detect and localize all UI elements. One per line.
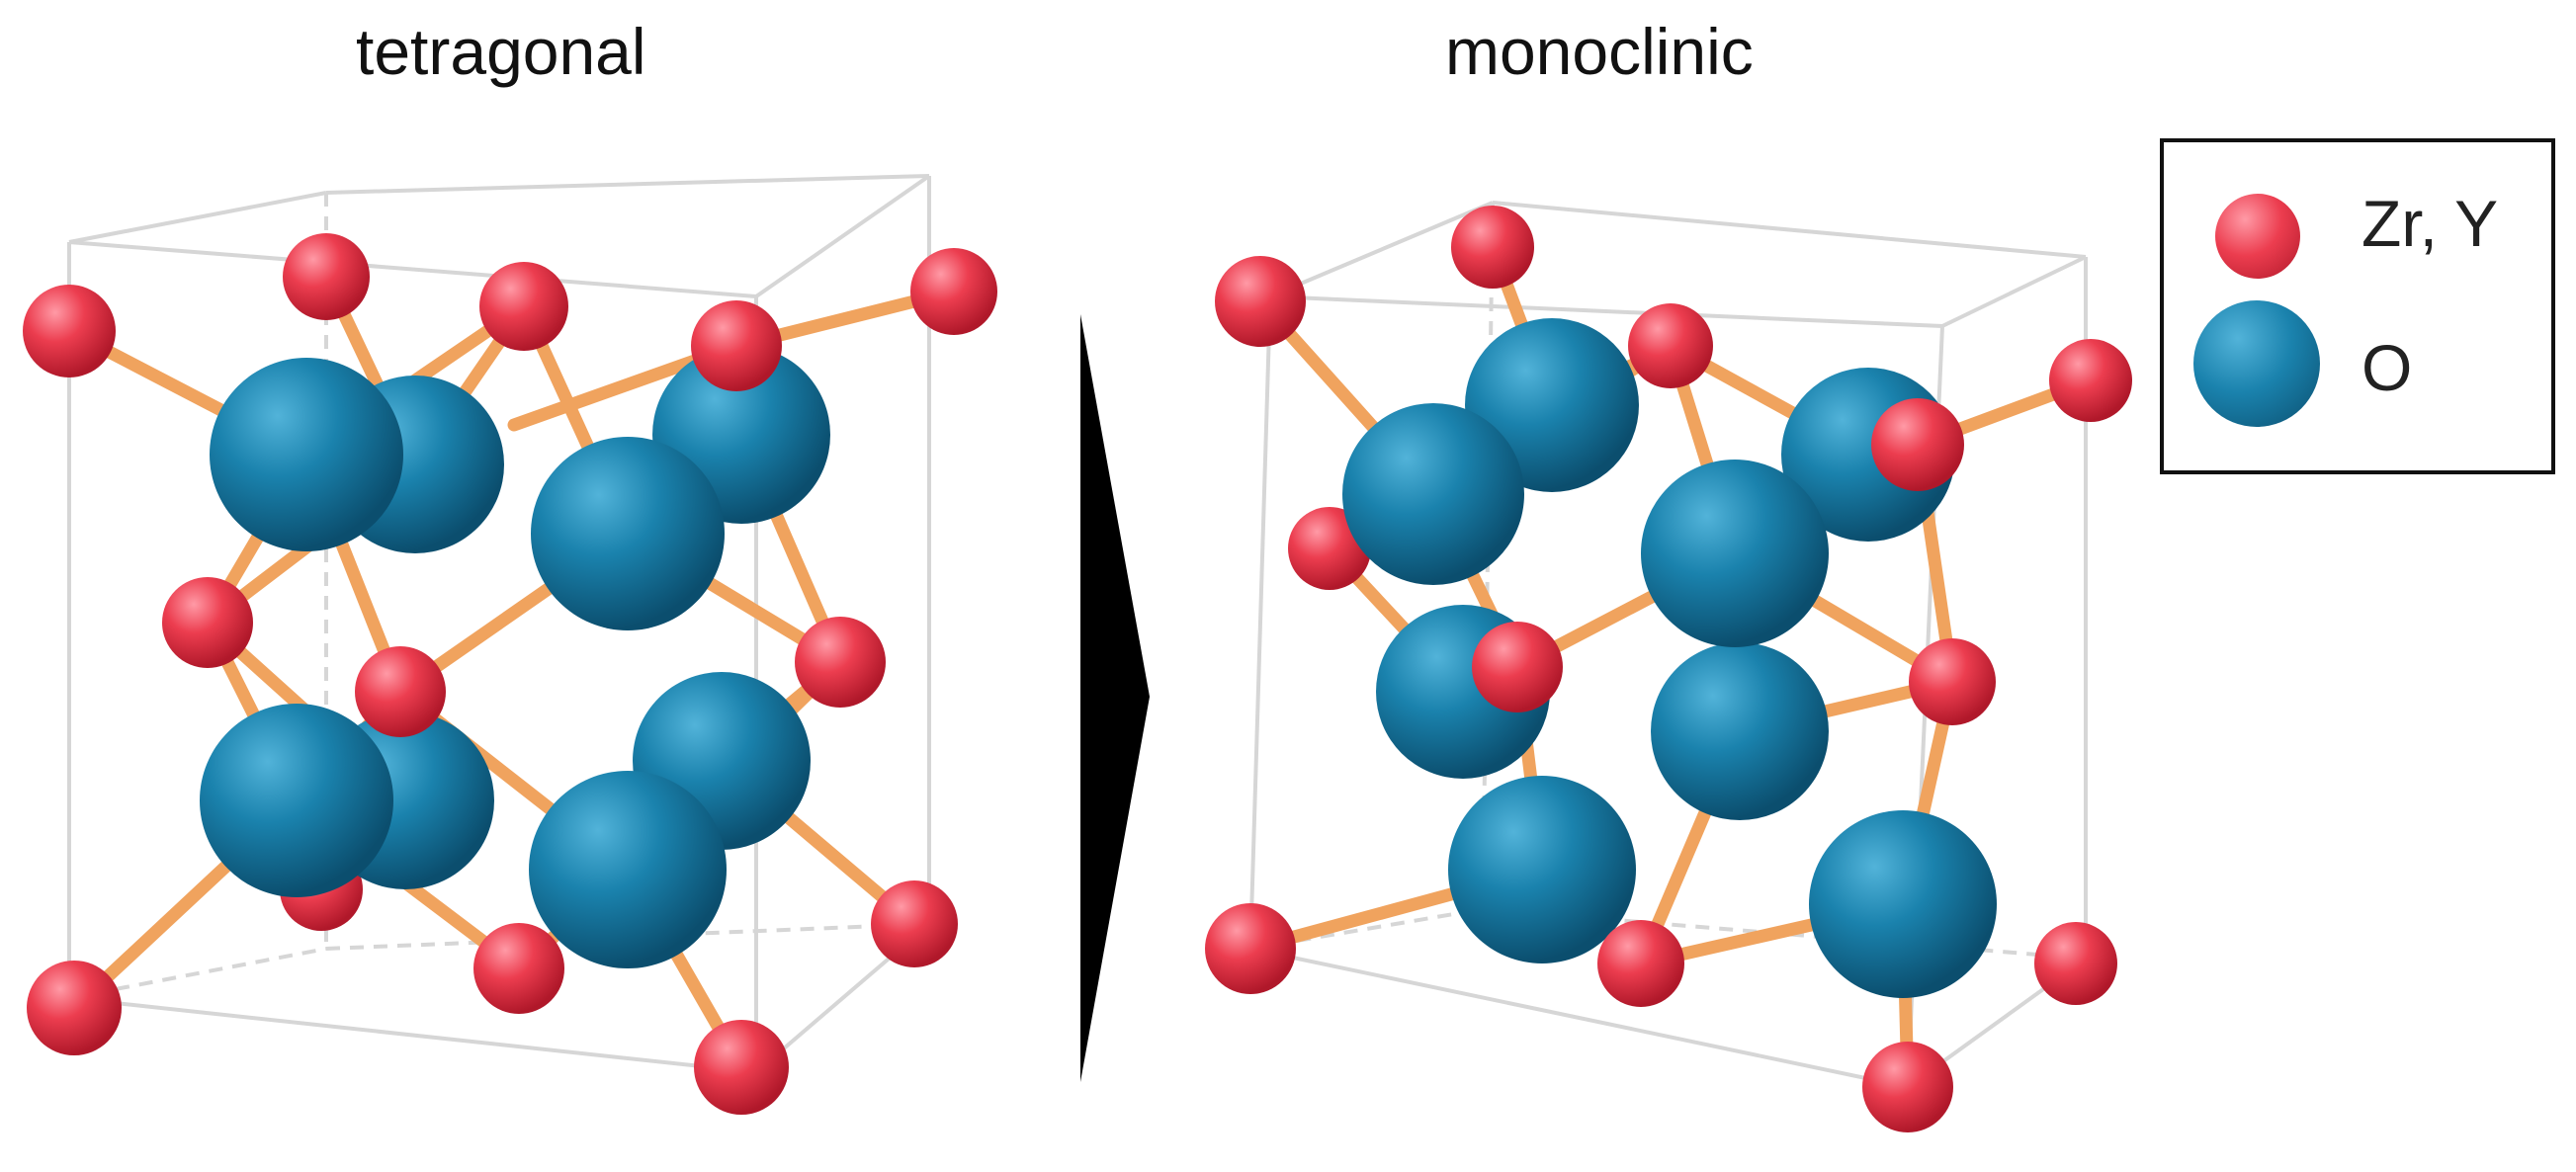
zr-atom xyxy=(1451,206,1534,289)
monoclinic-atoms xyxy=(1205,206,2132,1132)
cell-edge xyxy=(1941,255,2087,328)
zr-atom xyxy=(162,577,253,668)
zr-atom xyxy=(691,300,782,391)
cell-edge xyxy=(1269,201,1494,298)
zr-atom xyxy=(283,233,370,320)
o-atom xyxy=(1651,642,1829,820)
o-atom xyxy=(210,358,403,551)
blue-sphere-icon xyxy=(2193,300,2320,427)
zr-atom xyxy=(473,923,564,1014)
legend-label-zr-y: Zr, Y xyxy=(2361,187,2499,260)
zr-atom xyxy=(479,262,568,351)
o-atom xyxy=(1448,776,1636,963)
zr-atom xyxy=(1862,1042,1953,1132)
o-atom xyxy=(1342,403,1524,585)
zr-atom xyxy=(1909,638,1996,725)
cell-edge xyxy=(754,174,931,298)
zr-atom xyxy=(1871,398,1964,491)
zr-atom xyxy=(1472,622,1563,712)
o-atom xyxy=(531,437,725,630)
cell-edge xyxy=(325,922,930,951)
zr-atom xyxy=(910,248,997,335)
zr-atom xyxy=(23,285,116,377)
cell-edge xyxy=(68,996,757,1074)
o-atom xyxy=(529,771,727,968)
cell-edge xyxy=(1269,294,1943,328)
cell-edge xyxy=(1492,201,2087,259)
legend: Zr, Y O xyxy=(2160,138,2555,474)
legend-label-o: O xyxy=(2361,331,2413,404)
zr-atom xyxy=(2049,339,2132,422)
cell-edge xyxy=(68,240,757,298)
o-atom xyxy=(1641,460,1829,647)
zr-atom xyxy=(871,880,958,967)
cell-edge xyxy=(68,947,327,1000)
o-atom xyxy=(200,704,393,897)
zr-atom xyxy=(2034,922,2117,1005)
cell-edge xyxy=(1249,947,1909,1089)
zr-atom xyxy=(355,646,446,737)
zr-atom xyxy=(1215,256,1306,347)
zr-atom xyxy=(1597,920,1684,1007)
red-sphere-icon xyxy=(2215,194,2300,279)
title-tetragonal: tetragonal xyxy=(356,15,646,88)
tetragonal-atoms xyxy=(23,233,997,1115)
cell-edge xyxy=(325,174,930,195)
transformation-arrow-icon xyxy=(1080,314,1150,1082)
o-atom xyxy=(1809,810,1997,998)
title-monoclinic: monoclinic xyxy=(1445,15,1754,88)
cell-edge xyxy=(1248,295,1272,950)
zr-atom xyxy=(1205,903,1296,994)
zr-atom xyxy=(27,961,122,1055)
zr-atom xyxy=(694,1020,789,1115)
cell-edge xyxy=(1249,907,1484,951)
cell-edge xyxy=(68,191,327,244)
zr-atom xyxy=(1628,303,1713,388)
zr-atom xyxy=(795,617,886,708)
